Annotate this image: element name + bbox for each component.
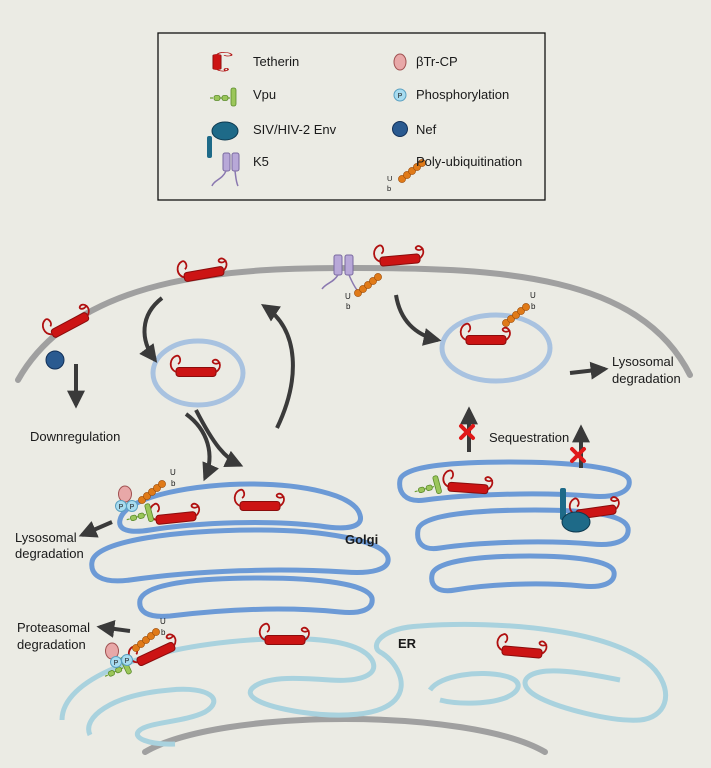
label-lysosomal-left-2: degradation bbox=[15, 546, 84, 561]
label-golgi: Golgi bbox=[345, 532, 378, 547]
phos-p-4: P bbox=[125, 658, 130, 665]
label-sequestration: Sequestration bbox=[489, 430, 569, 445]
arrow-lysosomal-left bbox=[78, 520, 113, 538]
nef-protein bbox=[45, 350, 65, 370]
label-downregulation: Downregulation bbox=[30, 429, 120, 444]
tetherin-k5-bound bbox=[372, 240, 426, 268]
poly-ubiquitin-icon: U b bbox=[387, 159, 426, 193]
tetherin-golgi-right-vpu bbox=[441, 469, 494, 496]
legend-label-nef: Nef bbox=[416, 122, 437, 137]
plasma-membrane bbox=[15, 264, 693, 383]
legend-label-tetherin: Tetherin bbox=[253, 54, 299, 69]
endocytic-vesicle-left bbox=[150, 338, 246, 408]
endocytic-vesicle-right bbox=[439, 312, 553, 384]
k5-icon bbox=[211, 152, 240, 187]
tetherin-plasma-membrane-1 bbox=[175, 252, 230, 284]
ub-b-label: b bbox=[387, 184, 391, 193]
golgi-left bbox=[89, 481, 391, 619]
tetherin-nef-bound bbox=[39, 298, 95, 342]
ub-b-golgi: b bbox=[171, 479, 176, 488]
legend-label-btrcp: βTr-CP bbox=[416, 54, 458, 69]
tetherin-vesicle-left bbox=[169, 354, 221, 378]
tetherin-er-2 bbox=[258, 622, 310, 646]
phos-p-1: P bbox=[119, 504, 124, 511]
arrow-recycling bbox=[261, 304, 295, 429]
legend-label-poly-ubiquitination: Poly-ubiquitination bbox=[416, 154, 522, 169]
ub-u-k5: U bbox=[345, 292, 351, 301]
golgi-right bbox=[397, 459, 632, 594]
ubiquitin-k5: U b bbox=[345, 273, 382, 311]
btrcp-golgi bbox=[118, 485, 132, 503]
phos-p-2: P bbox=[130, 504, 135, 511]
phosphorylation-symbol: P bbox=[398, 93, 403, 100]
arrow-vesicle-to-golgi bbox=[184, 412, 219, 482]
phospho-golgi: P P bbox=[115, 500, 138, 512]
k5-protein bbox=[321, 254, 358, 291]
arrow-endocytosis-left bbox=[139, 296, 164, 363]
nef-icon bbox=[392, 121, 408, 137]
ubiquitin-er: U b bbox=[132, 617, 166, 652]
ub-b-er: b bbox=[161, 628, 166, 637]
ubiquitin-vesicle-right: U b bbox=[502, 291, 536, 327]
tetherin-golgi-left-2 bbox=[233, 488, 285, 512]
tetherin-vesicle-right bbox=[459, 322, 511, 346]
ub-b-k5: b bbox=[346, 302, 351, 311]
nuclear-envelope bbox=[142, 716, 548, 755]
vpu-golgi-right bbox=[411, 474, 443, 501]
arrow-k5-endocytosis bbox=[394, 294, 442, 346]
ub-b-vesicle: b bbox=[531, 302, 536, 311]
env-icon bbox=[207, 121, 239, 158]
phospho-er: P P bbox=[110, 654, 133, 668]
legend-box bbox=[157, 32, 546, 201]
tetherin-er-3 bbox=[495, 632, 549, 660]
arrows bbox=[67, 294, 609, 638]
legend-label-k5: K5 bbox=[253, 154, 269, 169]
legend-label-vpu: Vpu bbox=[253, 87, 276, 102]
label-proteasomal-1: Proteasomal bbox=[17, 620, 90, 635]
arrow-golgi-to-membrane bbox=[194, 409, 244, 468]
arrow-proteasomal bbox=[96, 619, 131, 638]
phos-p-3: P bbox=[114, 660, 119, 667]
env-golgi-right bbox=[560, 488, 591, 533]
btrcp-icon bbox=[393, 53, 407, 71]
label-lysosomal-right-2: degradation bbox=[612, 371, 681, 386]
label-lysosomal-right-1: Lysosomal bbox=[612, 354, 674, 369]
endoplasmic-reticulum bbox=[59, 621, 669, 747]
legend-label-env: SIV/HIV-2 Env bbox=[253, 122, 337, 137]
ub-u-vesicle: U bbox=[530, 291, 536, 300]
label-proteasomal-2: degradation bbox=[17, 637, 86, 652]
label-lysosomal-left-1: Lysosomal bbox=[15, 530, 77, 545]
ubiquitin-golgi: U b bbox=[138, 468, 176, 504]
label-er: ER bbox=[398, 636, 417, 651]
ub-u-label: U bbox=[387, 174, 392, 183]
ub-u-golgi: U bbox=[170, 468, 176, 477]
tetherin-golgi-vpu bbox=[148, 498, 202, 527]
legend: P U b Tetherin Vpu SIV/HIV-2 Env K5 βTr-… bbox=[157, 32, 546, 201]
ub-u-er: U bbox=[160, 617, 166, 626]
arrow-lysosomal-right bbox=[569, 361, 609, 380]
phosphorylation-icon: P bbox=[393, 88, 407, 102]
legend-label-phosphorylation: Phosphorylation bbox=[416, 87, 509, 102]
